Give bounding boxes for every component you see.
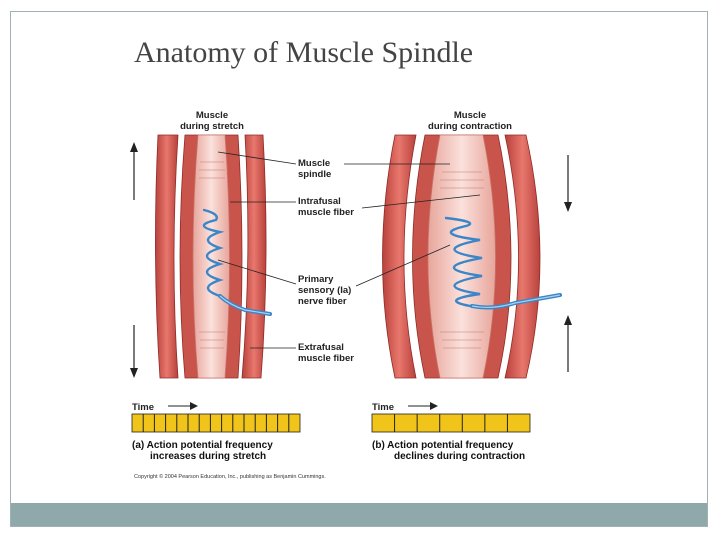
svg-text:sensory (Ia): sensory (Ia) — [298, 285, 351, 296]
intrafusal-fiber-a — [192, 134, 230, 379]
svg-text:spindle: spindle — [298, 169, 331, 180]
contraction-arrow-down — [564, 155, 572, 212]
svg-text:Muscle: Muscle — [298, 158, 330, 169]
svg-text:Time: Time — [132, 402, 154, 413]
svg-text:Extrafusal: Extrafusal — [298, 342, 344, 353]
panel-b-caption-2: declines during contraction — [394, 451, 525, 462]
extrafusal-fiber-left-a — [155, 134, 179, 379]
slide-frame — [10, 11, 708, 527]
label-sensory-nerve: Primary sensory (Ia) nerve fiber — [217, 244, 451, 307]
svg-text:nerve fiber: nerve fiber — [298, 296, 347, 307]
panel-b-heading-2: during contraction — [428, 121, 512, 132]
svg-text:muscle fiber: muscle fiber — [298, 207, 354, 218]
footer-bar — [11, 503, 707, 526]
panel-a-muscle — [130, 134, 272, 379]
panel-a-heading-2: during stretch — [180, 121, 244, 132]
sensory-nerve-spiral-b — [444, 216, 483, 308]
sensory-nerve-spiral-a — [202, 208, 225, 298]
spike-ticks-b — [394, 414, 508, 432]
panel-a-heading-1: Muscle — [196, 110, 228, 121]
label-intrafusal: Intrafusal muscle fiber — [230, 194, 481, 218]
svg-text:muscle fiber: muscle fiber — [298, 353, 354, 364]
contraction-arrow-up — [564, 315, 572, 372]
copyright-notice: Copyright © 2004 Pearson Education, Inc.… — [134, 473, 326, 480]
panel-a-timeline: Time (a) Action potential frequency incr… — [131, 402, 301, 462]
panel-b-timeline: Time (b) Action potential frequency decl… — [371, 402, 531, 462]
panel-a-caption-2: increases during stretch — [150, 451, 266, 462]
spike-ticks-a — [142, 414, 290, 432]
panel-b-muscle — [382, 134, 572, 379]
stretch-arrow-down — [130, 325, 138, 378]
striations-a — [199, 161, 225, 349]
extrafusal-fiber-right-a — [241, 134, 267, 379]
panel-b-caption-1: (b) Action potential frequency — [372, 440, 514, 451]
svg-text:Time: Time — [372, 402, 394, 413]
label-muscle-spindle: Muscle spindle — [217, 151, 450, 180]
panel-a-caption-1: (a) Action potential frequency — [132, 440, 273, 451]
figure-svg: Muscle during stretch Muscle during cont… — [130, 110, 572, 480]
slide-title: Anatomy of Muscle Spindle — [134, 36, 474, 69]
muscle-spindle-figure: Muscle during stretch Muscle during cont… — [120, 100, 600, 485]
svg-text:Primary: Primary — [298, 274, 334, 285]
spike-bar-b — [371, 413, 531, 433]
striations-b — [440, 171, 484, 349]
svg-text:Intrafusal: Intrafusal — [298, 196, 341, 207]
intrafusal-fiber-b — [427, 134, 496, 379]
stretch-arrow-up — [130, 142, 138, 200]
extrafusal-fiber-left-b — [382, 134, 417, 379]
panel-b-heading-1: Muscle — [454, 110, 486, 121]
spike-bar-a — [131, 413, 301, 433]
extrafusal-fiber-right-b — [504, 134, 541, 379]
label-extrafusal: Extrafusal muscle fiber — [250, 342, 354, 364]
